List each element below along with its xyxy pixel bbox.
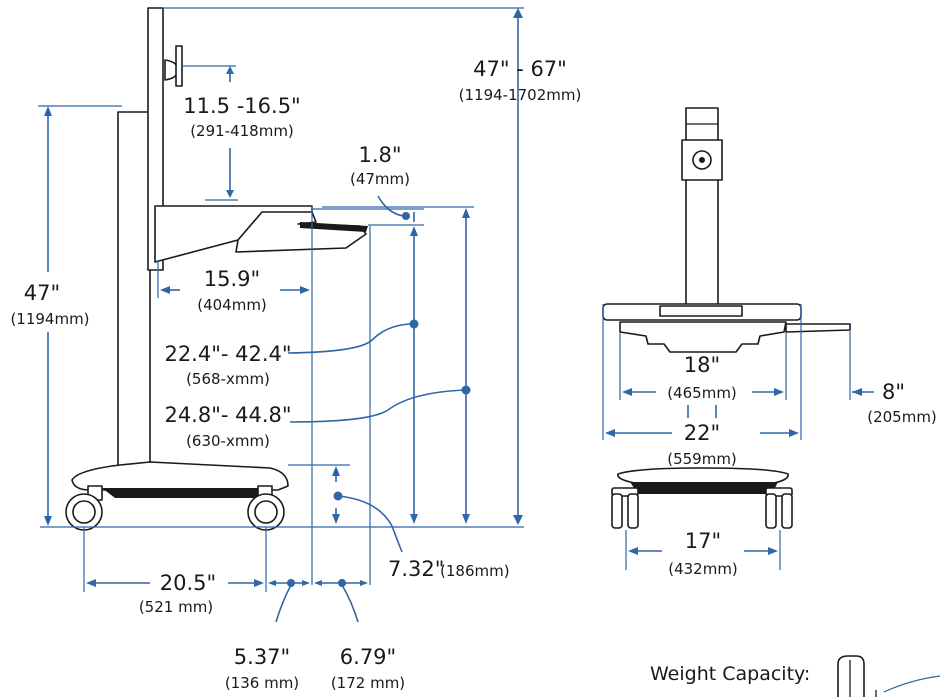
monitor-mount xyxy=(175,45,183,87)
mouse-tray-width-metric: (205mm) xyxy=(867,408,937,426)
monitor-range-metric: (291-418mm) xyxy=(190,122,294,140)
monitor-range-value: 11.5 -16.5" xyxy=(183,94,300,118)
keyboard-height-value: 22.4"- 42.4" xyxy=(164,342,291,366)
side-view-cart xyxy=(65,7,368,531)
base-height-metric: (186mm) xyxy=(440,562,510,580)
front-dimension-lines xyxy=(602,304,874,570)
front-caster-right xyxy=(765,487,793,529)
front-offset-1-value: 5.37" xyxy=(234,645,290,669)
wheelbase-metric: (521 mm) xyxy=(139,598,213,616)
mouse-drop-metric: (47mm) xyxy=(350,170,410,188)
total-height-value: 47" - 67" xyxy=(473,57,567,81)
base-width-metric: (432mm) xyxy=(668,560,738,578)
front-offset-2-value: 6.79" xyxy=(340,645,396,669)
mouse-tray xyxy=(300,222,368,232)
weight-capacity-icon xyxy=(837,655,865,697)
weight-capacity: Weight Capacity: xyxy=(650,655,941,697)
caster-front xyxy=(247,485,285,531)
weight-capacity-label: Weight Capacity: xyxy=(650,663,810,685)
pole-height-metric: (1194mm) xyxy=(10,310,89,328)
pole xyxy=(117,111,151,473)
front-pole xyxy=(685,107,719,307)
base-height-value: 7.32" xyxy=(388,557,444,581)
keyboard-width-metric: (465mm) xyxy=(667,384,737,402)
front-view-cart xyxy=(602,107,851,529)
side-labels: 47" - 67" (1194-1702mm) 11.5 -16.5" (291… xyxy=(10,57,581,692)
keyboard-width-value: 18" xyxy=(684,353,720,377)
worksurface-depth-value: 15.9" xyxy=(204,267,260,291)
front-base xyxy=(617,467,789,485)
worksurface-width-value: 22" xyxy=(684,421,720,445)
mouse-tray-width-value: 8" xyxy=(882,380,905,404)
monitor xyxy=(147,7,164,271)
front-mouse-tray xyxy=(785,323,851,333)
base-bottom xyxy=(102,488,272,498)
front-offset-1-metric: (136 mm) xyxy=(225,674,299,692)
front-keyboard-tray xyxy=(619,321,787,353)
worksurface-depth-metric: (404mm) xyxy=(197,296,267,314)
front-labels: 18" (465mm) 22" (559mm) 8" (205mm) 17" (… xyxy=(667,353,937,578)
mouse-drop-value: 1.8" xyxy=(358,143,401,167)
base xyxy=(71,461,289,491)
base-width-value: 17" xyxy=(685,529,721,553)
side-dimension-lines xyxy=(38,7,524,623)
pole-height-value: 47" xyxy=(24,281,60,305)
worksurface-width-metric: (559mm) xyxy=(667,450,737,468)
worksurface-height-value: 24.8"- 44.8" xyxy=(164,403,291,427)
wheelbase-value: 20.5" xyxy=(160,571,216,595)
keyboard-height-metric: (568-xmm) xyxy=(186,370,270,388)
caster-rear xyxy=(65,485,103,531)
front-offset-2-metric: (172 mm) xyxy=(331,674,405,692)
total-height-metric: (1194-1702mm) xyxy=(459,86,582,104)
worksurface-height-metric: (630-xmm) xyxy=(186,432,270,450)
front-caster-left xyxy=(611,487,639,529)
